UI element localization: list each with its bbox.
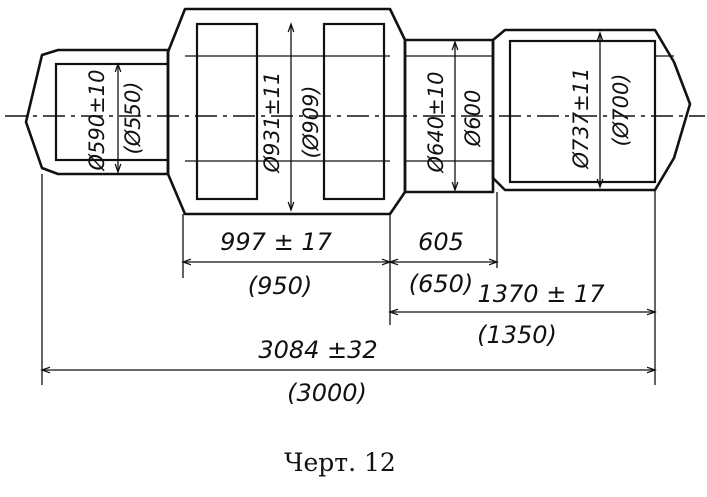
dia-label-right-nominal: (Ø700) xyxy=(609,74,633,147)
len-label-overall-actual: 3084 ±32 xyxy=(258,336,377,364)
dia-label-left-actual: Ø590±10 xyxy=(85,70,109,172)
left-journal-outline xyxy=(24,48,170,176)
dia-label-barrel-actual: Ø931±11 xyxy=(260,72,284,174)
len-label-neck-actual: 605 xyxy=(418,228,464,256)
dia-label-barrel-nominal: (Ø909) xyxy=(299,86,323,159)
len-label-barrel-nominal: (950) xyxy=(248,272,313,300)
dia-label-left-nominal: (Ø550) xyxy=(121,82,145,155)
right-journal-outline xyxy=(491,28,692,192)
len-label-barrel-actual: 997 ± 17 xyxy=(220,228,332,256)
len-label-neck-nominal: (650) xyxy=(409,270,474,298)
len-label-overall-nominal: (3000) xyxy=(287,379,367,407)
barrel-outline xyxy=(166,7,407,216)
barrel-window-right xyxy=(322,22,386,201)
dia-label-neck-nominal: Ø600 xyxy=(461,90,485,148)
len-label-right-nominal: (1350) xyxy=(477,321,557,349)
barrel-window-left xyxy=(195,22,259,201)
right-journal-inner xyxy=(508,39,657,184)
figure-caption: Черт. 12 xyxy=(284,448,396,477)
left-journal-inner xyxy=(54,62,170,162)
len-label-right-actual: 1370 ± 17 xyxy=(478,280,606,308)
dia-label-right-actual: Ø737±11 xyxy=(569,68,593,170)
dia-label-neck-actual: Ø640±10 xyxy=(424,72,448,174)
